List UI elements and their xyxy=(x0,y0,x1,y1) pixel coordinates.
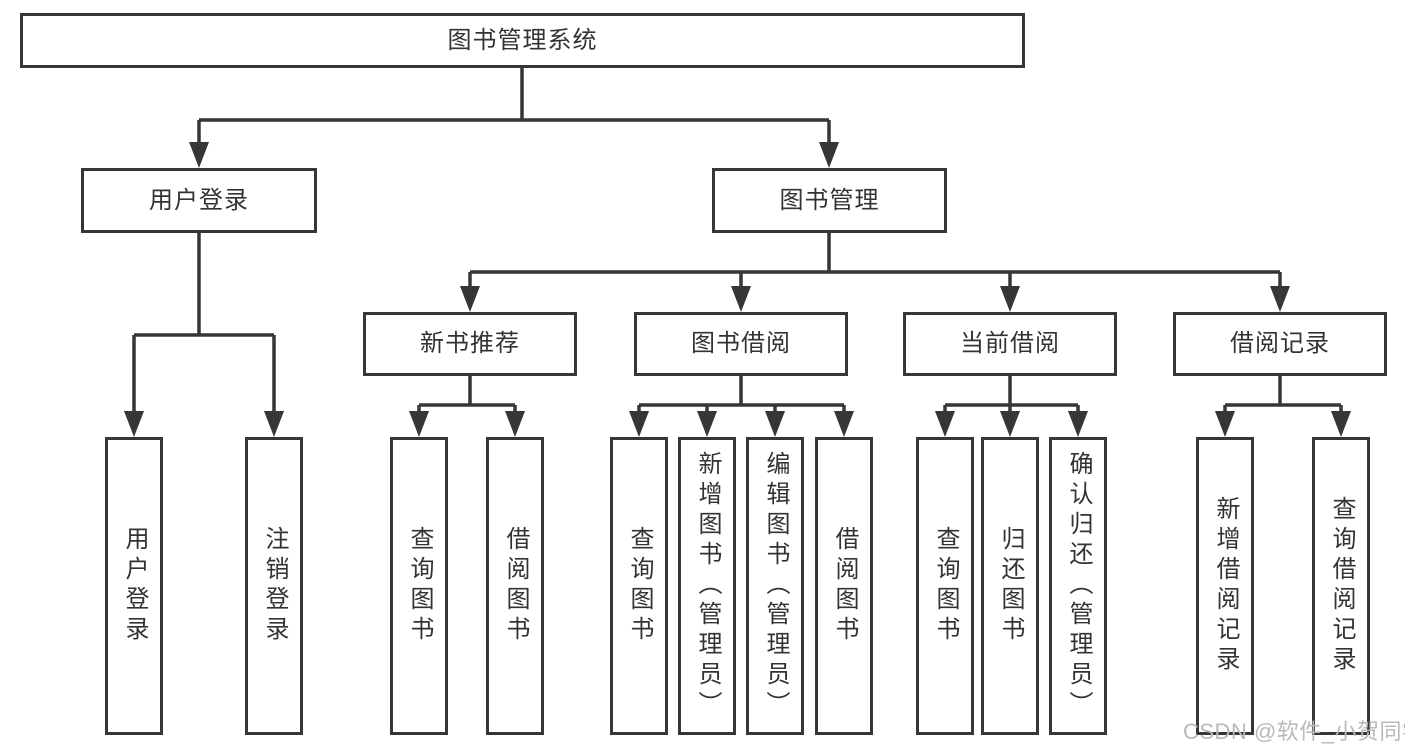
leaf-borrow-book: 借阅图书 xyxy=(815,437,873,735)
leaf-logout-login: 注销登录 xyxy=(245,437,303,735)
arrowhead-icon xyxy=(629,411,649,437)
arrowhead-icon xyxy=(1068,411,1088,437)
arrowheads xyxy=(124,142,1351,437)
leaf-label: 查询借阅记录 xyxy=(1328,496,1355,676)
arrowhead-icon xyxy=(834,411,854,437)
node-book-management: 图书管理 xyxy=(712,168,947,233)
leaf-edit-book-admin: 编辑图书（管理员） xyxy=(746,437,804,735)
node-borrow-record: 借阅记录 xyxy=(1173,312,1387,376)
leaf-user-login: 用户登录 xyxy=(105,437,163,735)
node-user-login: 用户登录 xyxy=(81,168,317,233)
leaf-label: 查询图书 xyxy=(932,526,959,646)
connector-paths xyxy=(132,68,1343,416)
arrowhead-icon xyxy=(1215,411,1235,437)
arrowhead-icon xyxy=(460,286,480,312)
leaf-label: 查询图书 xyxy=(626,526,653,646)
arrowhead-icon xyxy=(1000,411,1020,437)
node-label: 新书推荐 xyxy=(420,330,520,357)
arrowhead-icon xyxy=(935,411,955,437)
node-book-borrow: 图书借阅 xyxy=(634,312,848,376)
leaf-label: 新增图书（管理员） xyxy=(694,451,721,721)
leaf-label: 查询图书 xyxy=(406,526,433,646)
leaf-add-borrow-record: 新增借阅记录 xyxy=(1196,437,1254,735)
leaf-confirm-return-admin: 确认归还（管理员） xyxy=(1049,437,1107,735)
leaf-label: 用户登录 xyxy=(121,526,148,646)
leaf-label: 编辑图书（管理员） xyxy=(762,451,789,721)
leaf-label: 借阅图书 xyxy=(502,526,529,646)
leaf-add-book-admin: 新增图书（管理员） xyxy=(678,437,736,735)
arrowhead-icon xyxy=(505,411,525,437)
csdn-watermark: CSDN @软件_小贺同学 xyxy=(1183,719,1405,744)
arrowhead-icon xyxy=(819,142,839,168)
leaf-borrow-book-recommend: 借阅图书 xyxy=(486,437,544,735)
arrowhead-icon xyxy=(409,411,429,437)
leaf-label: 新增借阅记录 xyxy=(1212,496,1239,676)
leaf-label: 归还图书 xyxy=(997,526,1024,646)
leaf-query-borrow-record: 查询借阅记录 xyxy=(1312,437,1370,735)
node-label: 图书管理 xyxy=(779,186,880,214)
node-system-root: 图书管理系统 xyxy=(20,13,1025,68)
leaf-query-book-borrow: 查询图书 xyxy=(610,437,668,735)
leaf-label: 确认归还（管理员） xyxy=(1065,451,1092,721)
leaf-query-book-recommend: 查询图书 xyxy=(390,437,448,735)
node-current-borrow: 当前借阅 xyxy=(903,312,1117,376)
leaf-label: 注销登录 xyxy=(261,526,288,646)
node-new-book-recommend: 新书推荐 xyxy=(363,312,577,376)
arrowhead-icon xyxy=(731,286,751,312)
arrowhead-icon xyxy=(189,142,209,168)
node-label: 图书管理系统 xyxy=(447,26,598,54)
arrowhead-icon xyxy=(1331,411,1351,437)
leaf-label: 借阅图书 xyxy=(831,526,858,646)
leaf-return-book: 归还图书 xyxy=(981,437,1039,735)
node-label: 当前借阅 xyxy=(960,330,1060,357)
node-label: 借阅记录 xyxy=(1230,330,1330,357)
node-label: 用户登录 xyxy=(149,186,249,214)
arrowhead-icon xyxy=(697,411,717,437)
leaf-query-book-current: 查询图书 xyxy=(916,437,974,735)
arrowhead-icon xyxy=(765,411,785,437)
arrowhead-icon xyxy=(264,411,284,437)
arrowhead-icon xyxy=(124,411,144,437)
arrowhead-icon xyxy=(1000,286,1020,312)
node-label: 图书借阅 xyxy=(691,330,791,357)
arrowhead-icon xyxy=(1270,286,1290,312)
